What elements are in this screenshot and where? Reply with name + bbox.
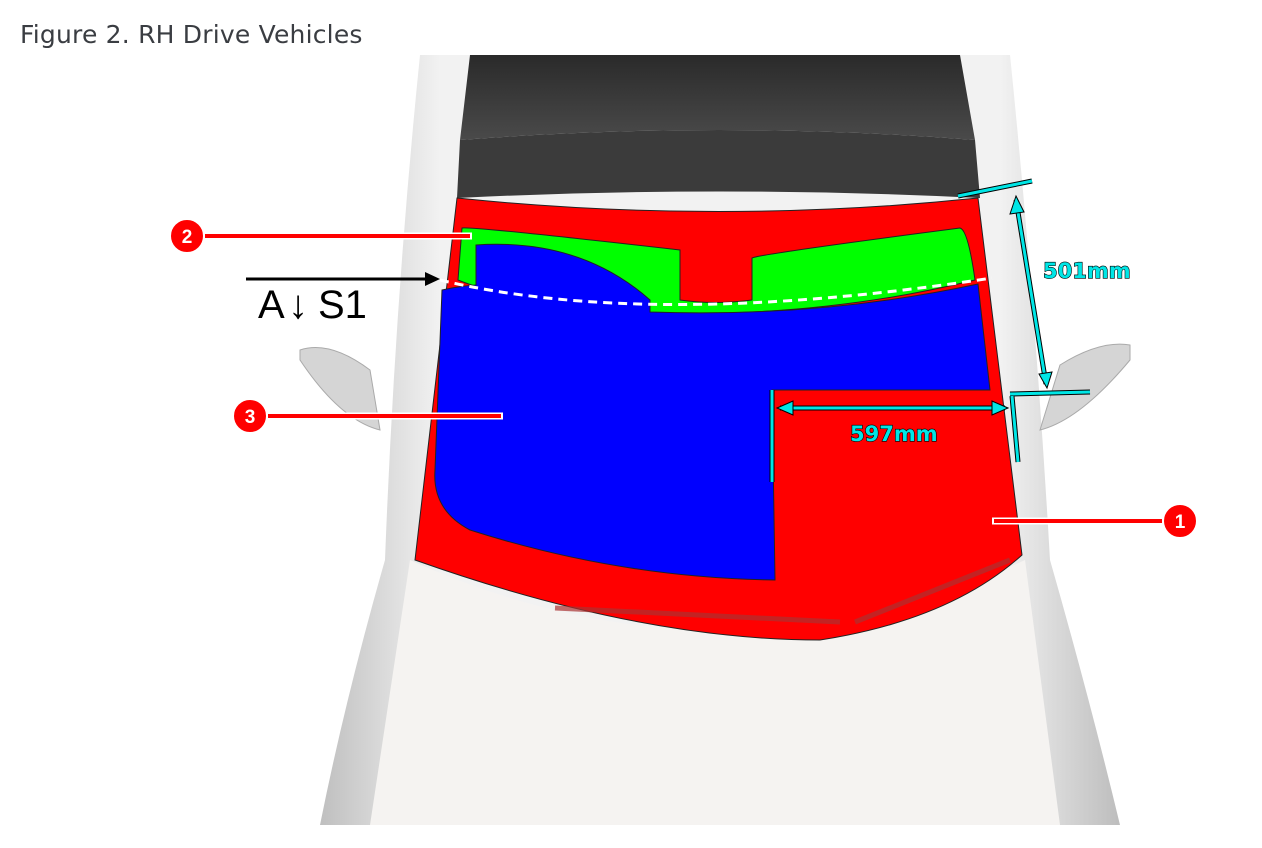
callout-3: 3 (232, 398, 503, 434)
dimension-597-label: 597mm (850, 422, 938, 446)
right-mirror (1039, 343, 1131, 431)
roof-glass (460, 55, 975, 140)
zone-3-blue (434, 243, 991, 581)
section-letter: A (258, 283, 285, 327)
figure-title: Figure 2. RH Drive Vehicles (20, 20, 363, 49)
section-marker: A ↓ S1 (246, 272, 440, 327)
callout-2: 2 (169, 218, 472, 254)
section-arrow: ↓ (288, 283, 308, 327)
dimension-597: 597mm (769, 390, 1021, 482)
callout-1-number: 1 (1175, 512, 1186, 533)
section-label: S1 (318, 283, 367, 327)
callout-3-number: 3 (245, 407, 256, 428)
callout-2-number: 2 (182, 227, 193, 248)
windshield (414, 197, 1023, 641)
wiper (554, 557, 1011, 625)
dimension-501: 501mm (957, 178, 1131, 397)
dimension-501-label: 501mm (1043, 259, 1131, 283)
section-line (439, 276, 993, 306)
callout-1: 1 (992, 503, 1198, 539)
left-mirror (299, 347, 381, 431)
